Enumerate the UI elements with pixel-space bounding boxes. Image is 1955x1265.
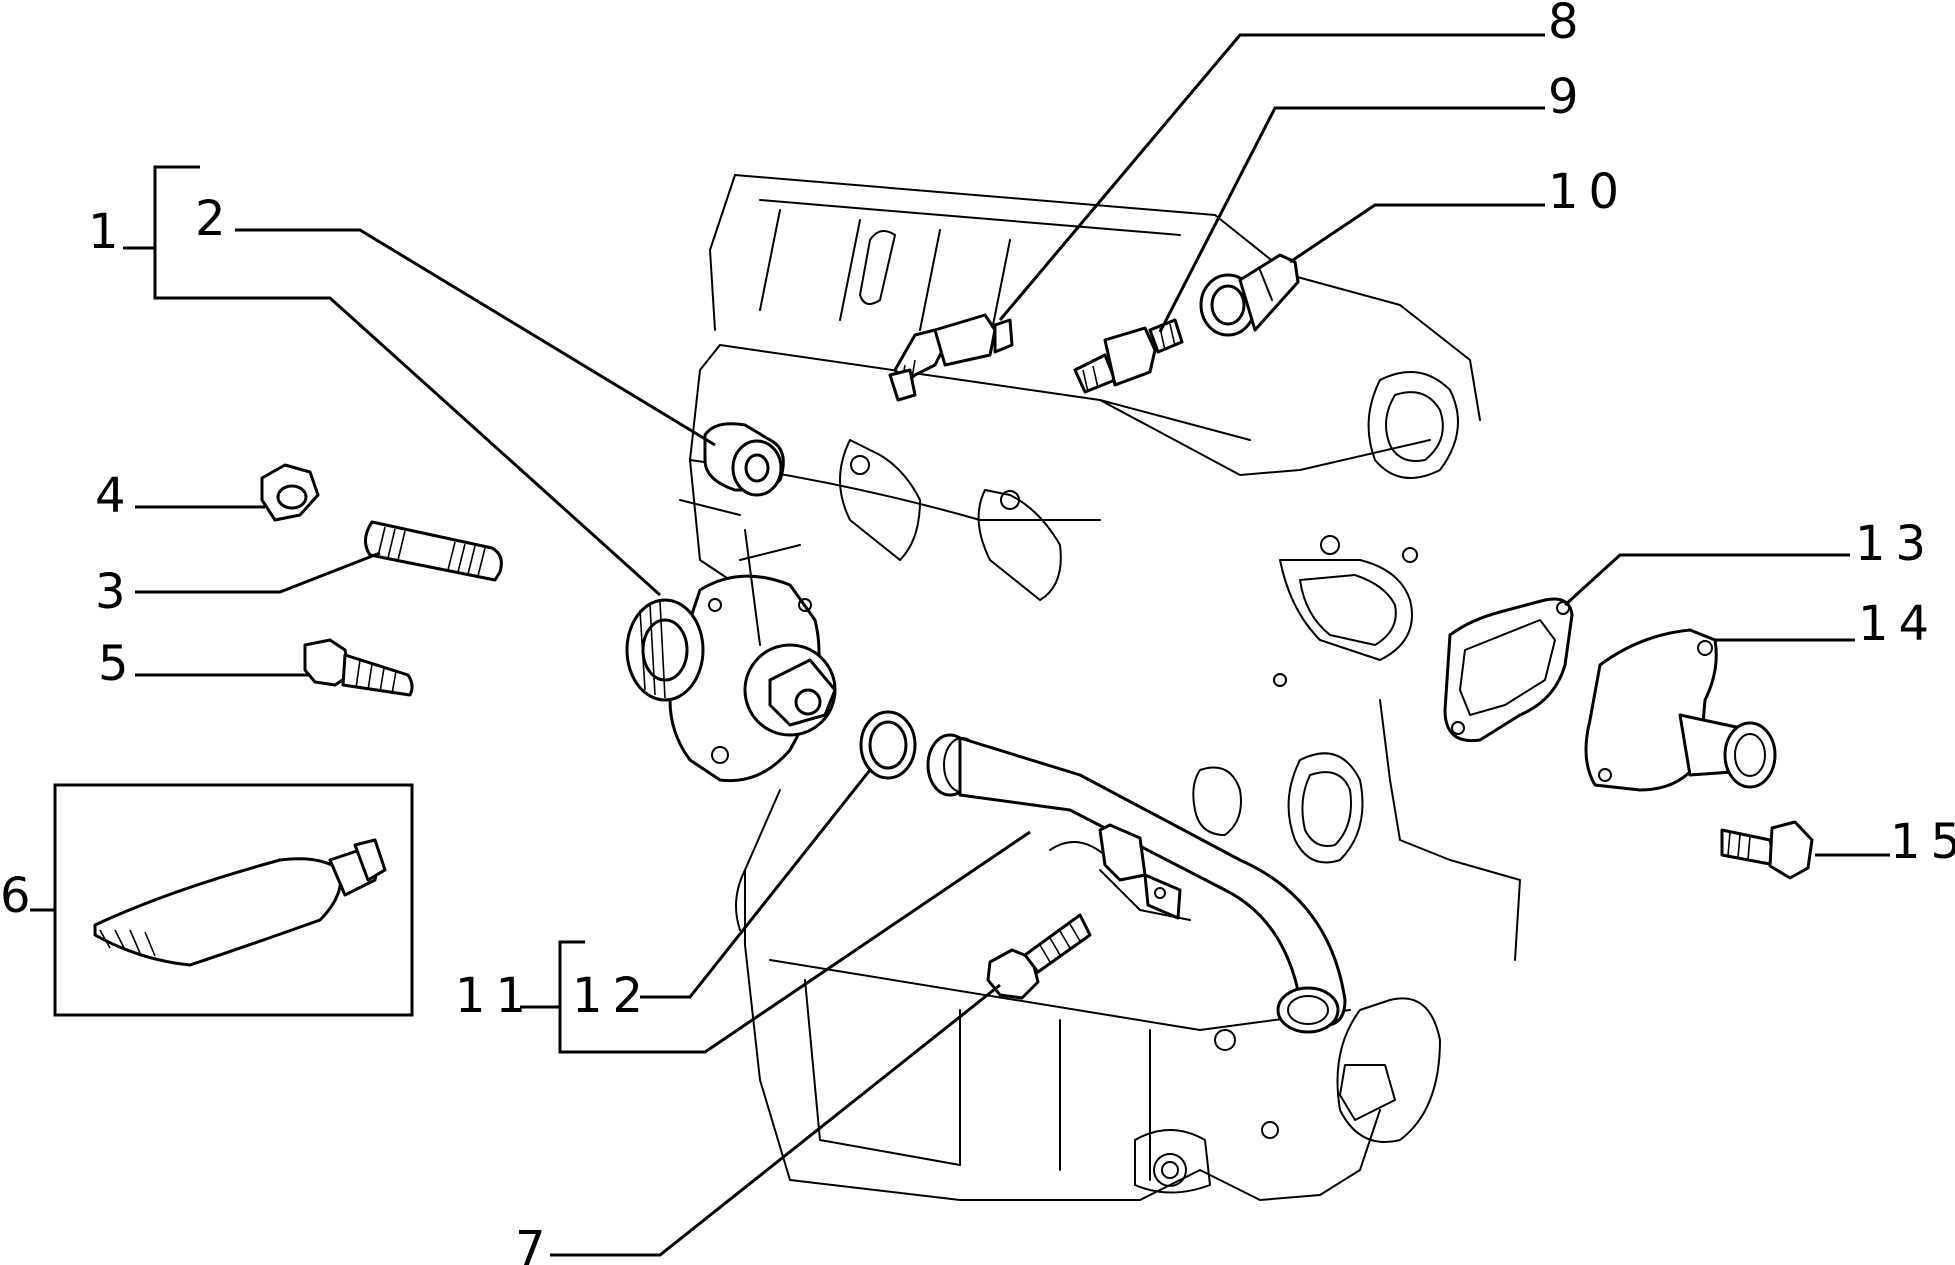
callout-4: 4 — [95, 468, 136, 524]
part-6-sealant-kit — [53, 783, 414, 1017]
callout-10: 10 — [1548, 164, 1629, 220]
part-1-water-pump — [625, 499, 837, 783]
callout-14: 14 — [1858, 596, 1939, 652]
part-13-gasket — [1443, 597, 1574, 743]
part-10-nipple — [1199, 253, 1300, 337]
callout-12: 12 — [572, 968, 653, 1024]
callout-8: 8 — [1548, 0, 1589, 50]
callout-2: 2 — [195, 191, 236, 247]
callout-13: 13 — [1855, 516, 1936, 572]
callout-6: 6 — [0, 868, 41, 924]
part-11-coolant-pipe — [926, 733, 1347, 1034]
callout-9: 9 — [1548, 69, 1589, 125]
part-2-bushing — [703, 422, 785, 497]
part-5-bolt — [303, 638, 414, 697]
callout-11: 11 — [455, 968, 536, 1024]
callout-3: 3 — [95, 564, 136, 620]
callout-7: 7 — [515, 1221, 556, 1265]
part-8-temp-sender — [888, 313, 1014, 402]
part-12-o-ring — [859, 710, 917, 780]
callout-5: 5 — [98, 636, 139, 692]
leader-lines — [30, 33, 1890, 1257]
part-15-bolt — [1720, 820, 1814, 880]
part-9-sender — [1073, 318, 1184, 394]
part-4-nut — [260, 463, 320, 522]
part-7-bolt — [986, 913, 1092, 1000]
part-3-stud — [364, 520, 503, 582]
callout-1: 1 — [88, 204, 129, 260]
part-14-thermostat-housing — [1584, 628, 1777, 792]
callout-15: 15 — [1890, 814, 1955, 870]
